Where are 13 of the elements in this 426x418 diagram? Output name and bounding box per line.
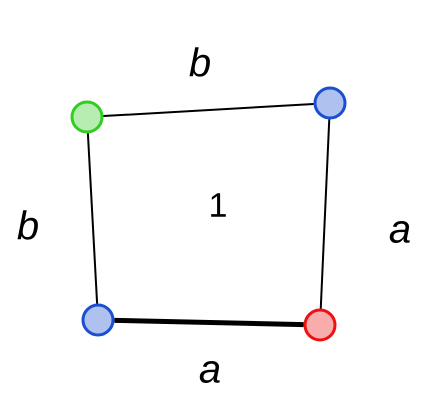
edge-label: b [17,210,38,240]
edge-label: a [200,361,220,383]
face-label: 1 [211,193,226,217]
edge-line [86,133,98,304]
edge-label: b [189,47,210,77]
edge-line [103,102,314,118]
edge-line [114,318,304,328]
vertex-scribble [70,100,104,134]
vertex-scribble [304,308,336,342]
edge-line [320,119,330,309]
vertex-scribble [314,86,346,120]
vertex-scribble [82,304,114,336]
edge-label: a [390,221,410,243]
